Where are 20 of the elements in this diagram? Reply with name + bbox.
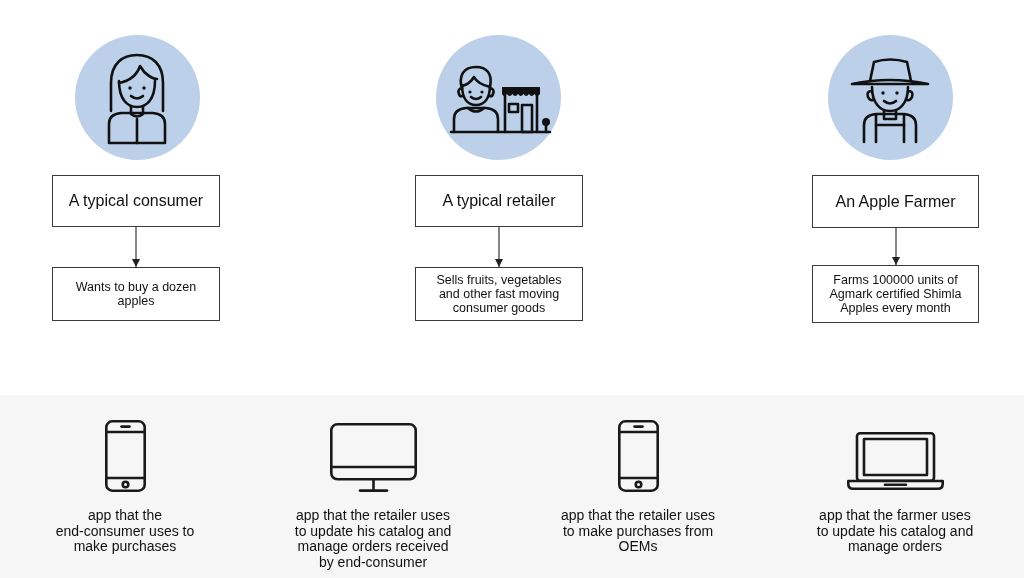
persona-description: Wants to buy a dozen apples bbox=[74, 280, 198, 308]
app-description: app that the retailer uses to update his catalog and manage orders received by end-consumer bbox=[293, 508, 453, 570]
persona-title: A typical retailer bbox=[442, 191, 556, 211]
description-box bbox=[812, 265, 979, 323]
app-panel bbox=[0, 395, 1024, 578]
persona-box bbox=[52, 175, 220, 227]
persona-box bbox=[812, 175, 979, 228]
persona-description: Sells fruits, vegetables and other fast moving consumer goods bbox=[435, 273, 563, 315]
arrow bbox=[132, 226, 140, 268]
persona-description: Farms 100000 units of Agmark certified Shimla Apples every month bbox=[828, 273, 963, 315]
app-description: app that the retailer uses to make purchases from OEMs bbox=[559, 508, 717, 555]
persona-box bbox=[415, 175, 583, 227]
app-description: app that the end-consumer uses to make purchases bbox=[54, 508, 196, 555]
description-box bbox=[415, 267, 583, 321]
app-description: app that the farmer uses to update his catalog and manage orders bbox=[815, 508, 975, 555]
persona-title: A typical consumer bbox=[68, 191, 204, 211]
arrow bbox=[892, 227, 900, 266]
persona-title: An Apple Farmer bbox=[835, 191, 956, 212]
arrow bbox=[495, 226, 503, 268]
description-box bbox=[52, 267, 220, 321]
